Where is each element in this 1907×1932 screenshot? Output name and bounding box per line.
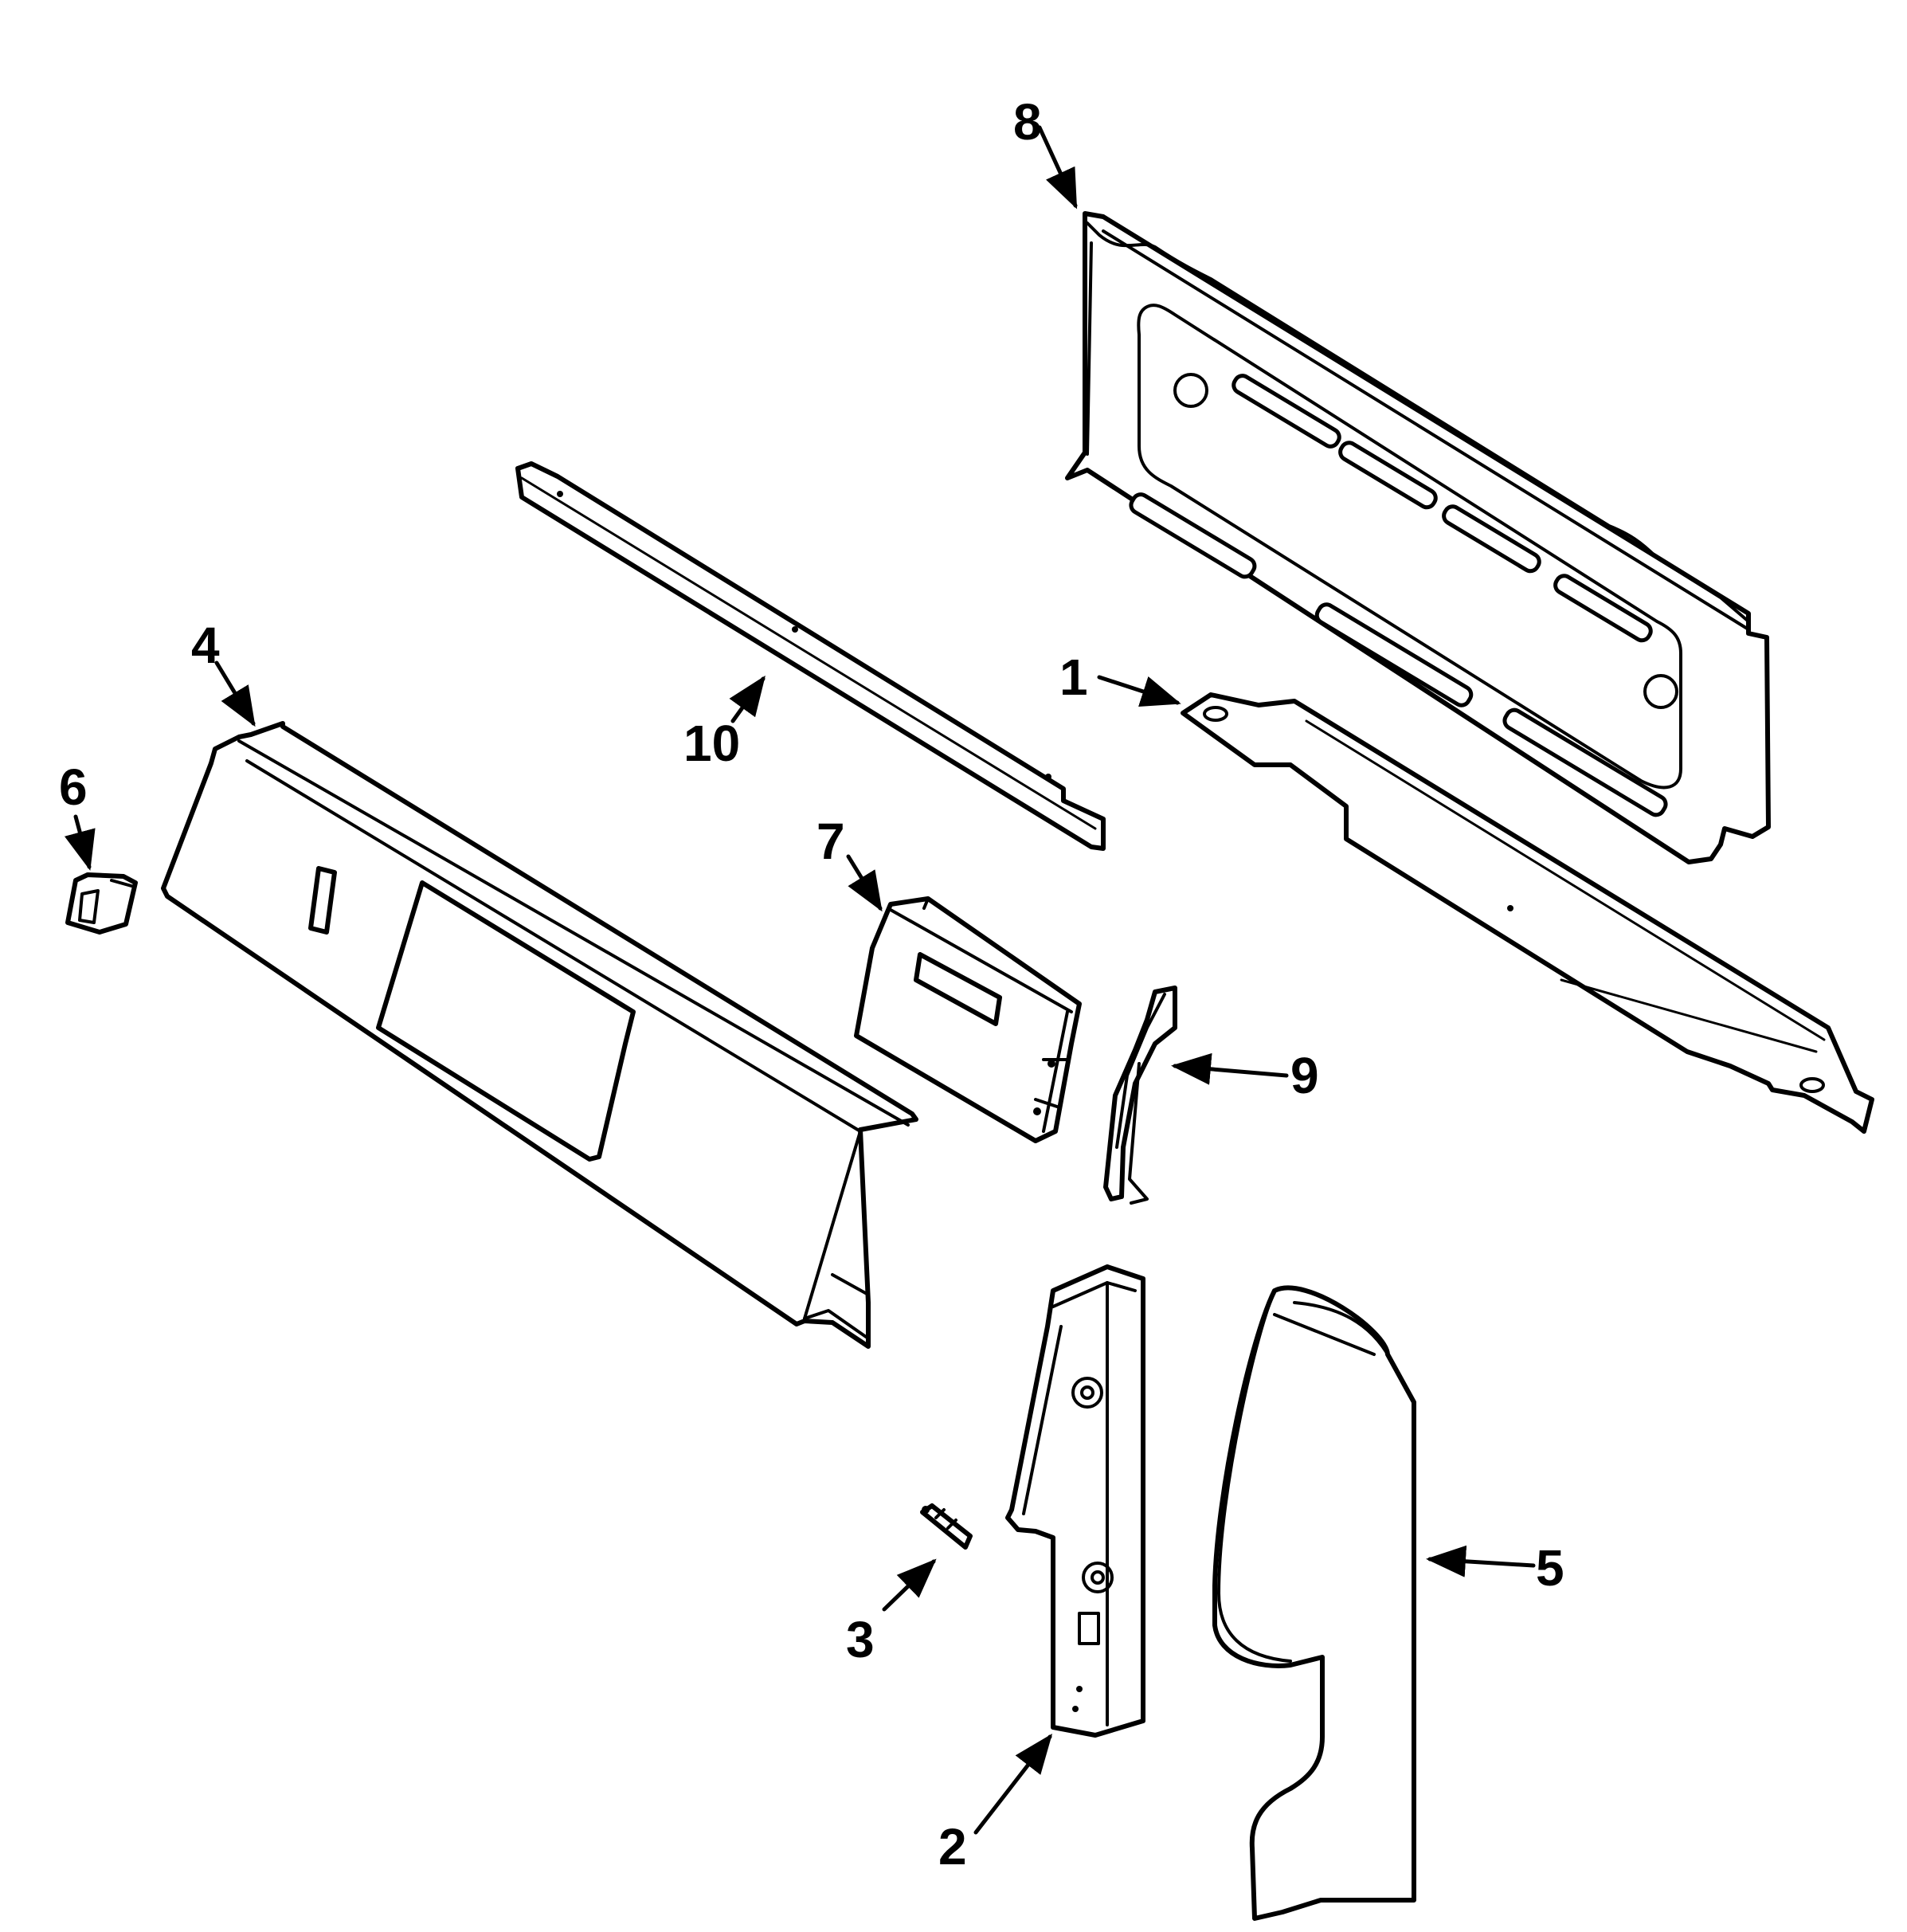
callout-8: 8 <box>1013 93 1042 151</box>
part-9-small-bracket <box>1103 986 1177 1205</box>
callout-leaders <box>64 125 1536 1835</box>
part-6-switch <box>65 872 138 935</box>
part-3-fastener <box>920 1503 973 1550</box>
callout-4: 4 <box>191 617 220 674</box>
callout-10: 10 <box>683 715 740 772</box>
part-5-side-trim <box>1212 1285 1416 1921</box>
part-4-control-panel <box>161 721 918 1349</box>
part-1-mounting-bracket <box>1181 692 1874 1134</box>
callout-7: 7 <box>816 813 845 870</box>
callout-9: 9 <box>1290 1047 1319 1104</box>
part-8-rear-panel <box>1065 211 1771 864</box>
part-10-trim-strip <box>515 461 1106 851</box>
callout-5: 5 <box>1536 1539 1564 1597</box>
callout-1: 1 <box>1059 649 1088 706</box>
part-2-side-bracket <box>1005 1264 1145 1738</box>
callout-6: 6 <box>59 758 88 816</box>
callout-labels: 8 1 10 4 6 7 9 5 3 2 <box>59 93 1564 1875</box>
callout-2: 2 <box>938 1818 967 1875</box>
callout-3: 3 <box>846 1611 875 1668</box>
part-7-electronic-control <box>854 896 1082 1143</box>
